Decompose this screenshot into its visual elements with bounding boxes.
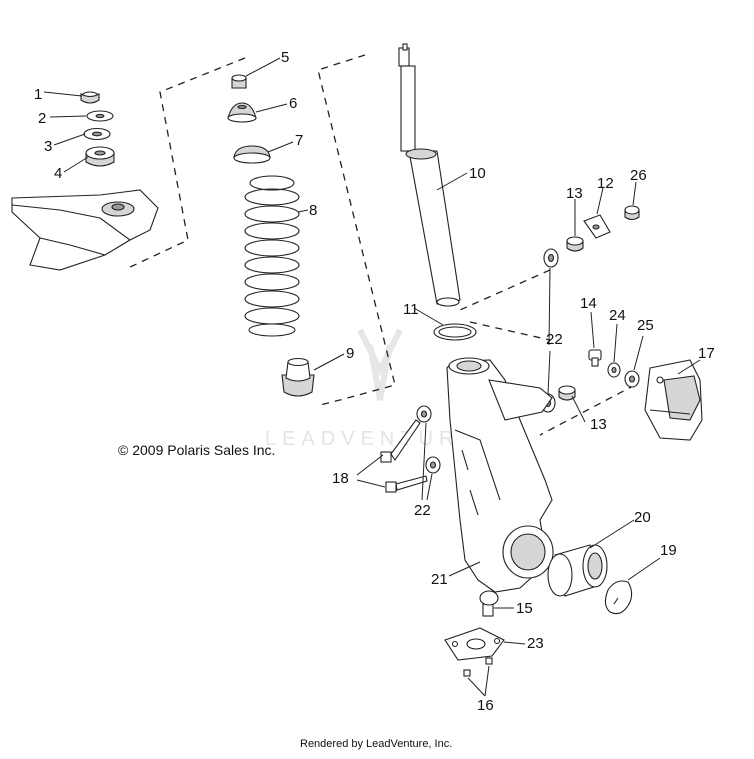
nut-5 <box>231 74 247 89</box>
screws-16 <box>463 657 493 677</box>
callout-12: 12 <box>597 175 614 192</box>
callout-15: 15 <box>516 600 533 617</box>
callout-4: 4 <box>54 165 62 182</box>
ball-joint-15 <box>479 590 499 617</box>
spring-8 <box>244 175 300 337</box>
callout-25: 25 <box>637 317 654 334</box>
isolator-7 <box>233 145 271 164</box>
callout-8: 8 <box>309 202 317 219</box>
callout-13-upper: 13 <box>566 185 583 202</box>
bracket-17 <box>644 359 703 441</box>
shock-10 <box>398 43 461 307</box>
washer-2 <box>86 110 114 122</box>
callout-23: 23 <box>527 635 544 652</box>
washer-22-d <box>425 456 441 474</box>
watermark: LEADVENTURE <box>265 328 479 450</box>
callout-18: 18 <box>332 470 349 487</box>
callout-2: 2 <box>38 110 46 127</box>
leader-lines <box>43 57 701 697</box>
callout-22-lower: 22 <box>414 502 431 519</box>
nut-1 <box>80 91 100 104</box>
bolt-14 <box>588 349 602 367</box>
callout-22-upper: 22 <box>546 331 563 348</box>
callout-26: 26 <box>630 167 647 184</box>
copyright-notice: © 2009 Polaris Sales Inc. <box>118 442 275 458</box>
callout-17: 17 <box>698 345 715 362</box>
plate-23 <box>444 627 505 661</box>
callout-1: 1 <box>34 86 42 103</box>
callout-5: 5 <box>281 49 289 66</box>
footer-credit: Rendered by LeadVenture, Inc. <box>300 738 452 750</box>
assembly-guides <box>127 54 636 521</box>
callout-labels: 1 2 3 4 5 6 7 8 9 10 11 12 13 13 14 15 1… <box>34 49 715 714</box>
o-ring-11 <box>433 323 477 341</box>
callout-21: 21 <box>431 571 448 588</box>
bushing-4 <box>85 146 115 167</box>
callout-14: 14 <box>580 295 597 312</box>
washer-24 <box>607 362 621 378</box>
callout-19: 19 <box>660 542 677 559</box>
callout-24: 24 <box>609 307 626 324</box>
watermark-text: LEADVENTURE <box>265 428 479 450</box>
frame-bracket <box>11 189 159 271</box>
nut-13-upper <box>566 236 584 252</box>
bolt-18-lower <box>385 475 428 493</box>
bearing-20 <box>547 544 608 597</box>
knuckle-21 <box>446 357 554 593</box>
washer-25 <box>624 370 640 388</box>
callout-7: 7 <box>295 132 303 149</box>
callout-16: 16 <box>477 697 494 714</box>
bump-stop-9 <box>281 357 315 397</box>
washer-3 <box>83 127 111 141</box>
washer-22-c <box>416 405 432 423</box>
clip-12 <box>583 214 611 239</box>
callout-20: 20 <box>634 509 651 526</box>
callout-6: 6 <box>289 95 297 112</box>
bolt-18-upper <box>380 419 421 463</box>
callout-9: 9 <box>346 345 354 362</box>
snap-ring-19 <box>604 580 633 615</box>
callout-13-lower: 13 <box>590 416 607 433</box>
callout-10: 10 <box>469 165 486 182</box>
nut-26 <box>624 205 640 221</box>
callout-3: 3 <box>44 138 52 155</box>
callout-11: 11 <box>403 301 419 318</box>
washer-22-a <box>543 248 559 268</box>
cup-6 <box>227 102 257 123</box>
nut-13-lower <box>558 385 576 401</box>
